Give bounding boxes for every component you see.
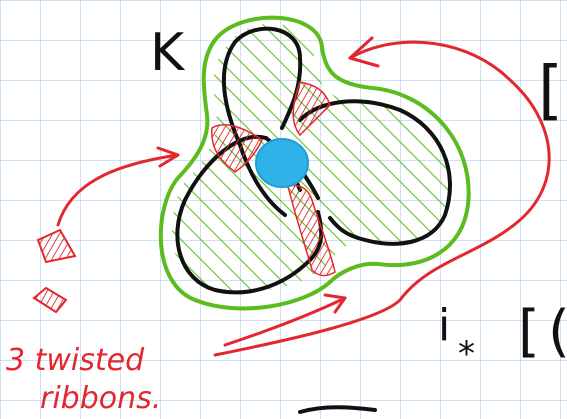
bracket-top-right: [ (538, 54, 563, 128)
bracket-bottom-right-2: ( (548, 299, 567, 364)
pushforward-label: i (438, 300, 450, 351)
blue-disk (256, 139, 308, 187)
annotation-line-2: ribbons. (40, 381, 161, 416)
pushforward-subscript: * (458, 334, 475, 374)
annotation-line-1: 3 twisted (6, 343, 145, 378)
bracket-bottom-right: [ (518, 299, 540, 364)
knot-label-K: K (150, 23, 186, 83)
